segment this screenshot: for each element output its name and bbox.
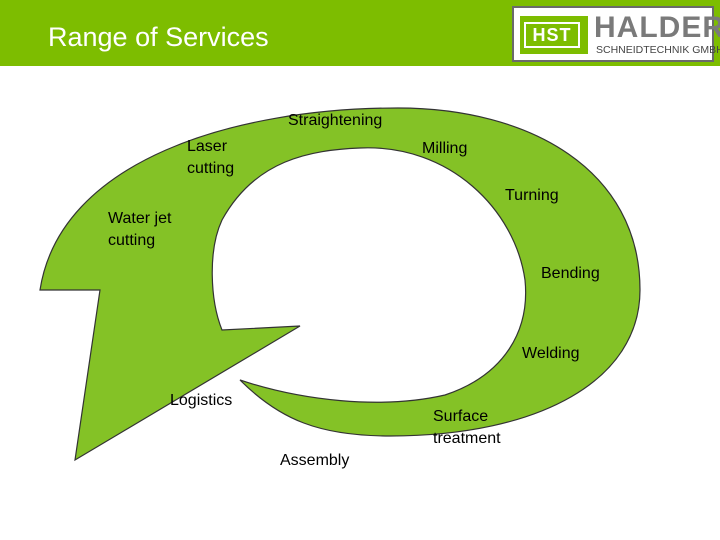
logo-brand: HALDER: [594, 11, 720, 44]
service-straightening: Straightening: [288, 112, 383, 129]
service-turning: Turning: [505, 187, 559, 204]
page-title: Range of Services: [48, 22, 269, 52]
service-water-jet-cutting: Water jet cutting: [108, 210, 172, 249]
logo-subtitle: SCHNEIDTECHNIK GMBH: [596, 44, 720, 56]
service-logistics: Logistics: [170, 392, 233, 409]
service-bending: Bending: [541, 265, 600, 282]
logo-mark: HST: [520, 16, 588, 54]
logo-mark-text: HST: [524, 22, 580, 48]
service-welding: Welding: [522, 345, 580, 362]
service-assembly: Assembly: [280, 452, 350, 469]
header-bar: Range of Services HST HALDER SCHNEIDTECH…: [0, 0, 720, 66]
company-logo: HST HALDER SCHNEIDTECHNIK GMBH: [512, 6, 720, 62]
service-milling: Milling: [422, 140, 468, 157]
circular-arrow-shape: [39, 107, 641, 462]
service-laser-cutting: Laser cutting: [187, 138, 235, 177]
service-surface-treatment: Surface treatment: [433, 408, 501, 447]
